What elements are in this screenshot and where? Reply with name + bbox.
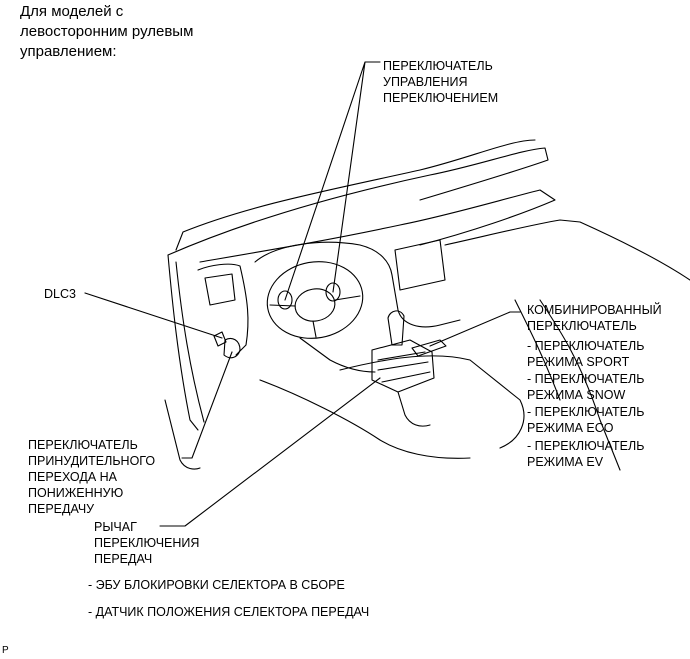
label-shift-lever: РЫЧАГ ПЕРЕКЛЮЧЕНИЯ ПЕРЕДАЧ <box>94 519 199 567</box>
label-line: - ПЕРЕКЛЮЧАТЕЛЬ <box>527 439 645 453</box>
label-line: ПЕРЕКЛЮЧЕНИЕМ <box>383 91 499 105</box>
label-line: ПЕРЕКЛЮЧЕНИЯ <box>94 536 200 550</box>
diagram-title: Для моделей с левосторонним рулевым упра… <box>20 2 193 62</box>
label-line: КОМБИНИРОВАННЫЙ <box>527 303 662 317</box>
a-pillar <box>167 254 199 431</box>
right-door-inner <box>514 299 561 401</box>
combination-item-ev: - ПЕРЕКЛЮЧАТЕЛЬ РЕЖИМА EV <box>527 438 644 470</box>
label-line: ПЕРЕКЛЮЧАТЕЛЬ <box>383 59 493 73</box>
shift-lever-item-lock-ecu: - ЭБУ БЛОКИРОВКИ СЕЛЕКТОРА В СБОРЕ <box>88 578 345 592</box>
label-line: ПРИНУДИТЕЛЬНОГО <box>28 454 156 468</box>
door-lower <box>164 399 201 470</box>
shift-base <box>371 339 435 393</box>
dlc3-connector <box>213 331 227 347</box>
left-vent <box>204 273 236 306</box>
shift-lever-item-position-sensor: - ДАТЧИК ПОЛОЖЕНИЯ СЕЛЕКТОРА ПЕРЕДАЧ <box>88 605 370 619</box>
label-line: ПЕРЕДАЧ <box>94 552 153 566</box>
label-line: РЕЖИМА ECO <box>527 421 614 435</box>
label-shift-control-switch: ПЕРЕКЛЮЧАТЕЛЬ УПРАВЛЕНИЯ ПЕРЕКЛЮЧЕНИЕМ <box>383 58 498 106</box>
dash-upper-panel <box>199 189 556 263</box>
label-line: УПРАВЛЕНИЯ <box>383 75 468 89</box>
steering-wheel-outer <box>266 261 364 339</box>
label-line: РЕЖИМА EV <box>527 455 604 469</box>
kickdown-switch <box>223 337 241 359</box>
label-line: РЕЖИМА SNOW <box>527 388 626 402</box>
door-inner <box>175 261 205 423</box>
center-screen <box>394 239 446 291</box>
combination-item-sport: - ПЕРЕКЛЮЧАТЕЛЬ РЕЖИМА SPORT <box>527 338 644 370</box>
console-tunnel <box>339 355 525 449</box>
label-line: РЫЧАГ <box>94 520 137 534</box>
label-line: РЕЖИМА SPORT <box>527 355 630 369</box>
title-line: левосторонним рулевым <box>20 23 194 40</box>
label-line: DLC3 <box>44 287 76 301</box>
cluster-hood <box>254 241 393 276</box>
steering-column <box>299 337 376 373</box>
label-dlc3: DLC3 <box>44 286 76 302</box>
label-combination-switch: КОМБИНИРОВАННЫЙ ПЕРЕКЛЮЧАТЕЛЬ <box>527 302 662 334</box>
paddle-right <box>325 282 341 302</box>
label-line: ПЕРЕХОДА НА <box>28 470 118 484</box>
steering-wheel-inner <box>294 288 336 322</box>
title-line: управлением: <box>20 43 117 60</box>
leader-shift-lever <box>159 377 381 527</box>
combination-item-snow: - ПЕРЕКЛЮЧАТЕЛЬ РЕЖИМА SNOW <box>527 371 644 403</box>
windshield-frame <box>175 139 536 251</box>
paddle-left <box>277 290 293 310</box>
center-stack <box>391 274 461 328</box>
label-kickdown-switch: ПЕРЕКЛЮЧАТЕЛЬ ПРИНУДИТЕЛЬНОГО ПЕРЕХОДА Н… <box>28 437 155 517</box>
leader-combination <box>429 311 521 347</box>
label-line: ПЕРЕКЛЮЧАТЕЛЬ <box>527 319 637 333</box>
label-line: - ПЕРЕКЛЮЧАТЕЛЬ <box>527 405 645 419</box>
dashboard-top-edge <box>167 147 549 256</box>
console-floor <box>259 379 471 459</box>
leader-kickdown <box>181 351 233 459</box>
label-line: ПЕРЕДАЧУ <box>28 502 95 516</box>
title-line: Для моделей с <box>20 3 124 20</box>
label-line: ПОНИЖЕННУЮ <box>28 486 124 500</box>
corner-mark: P <box>2 645 9 656</box>
combination-item-eco: - ПЕРЕКЛЮЧАТЕЛЬ РЕЖИМА ECO <box>527 404 644 436</box>
right-dash <box>444 219 690 281</box>
shift-base-detail <box>377 351 431 383</box>
label-line: - ПЕРЕКЛЮЧАТЕЛЬ <box>527 372 645 386</box>
right-door <box>539 299 621 471</box>
left-dash-panel <box>197 263 249 356</box>
leader-shift-control <box>284 61 381 301</box>
leader-dlc3 <box>84 292 223 339</box>
shift-knob <box>387 310 405 346</box>
label-line: - ПЕРЕКЛЮЧАТЕЛЬ <box>527 339 645 353</box>
shift-bracket <box>397 391 431 427</box>
label-line: ПЕРЕКЛЮЧАТЕЛЬ <box>28 438 138 452</box>
mode-switch-panel <box>411 339 447 357</box>
